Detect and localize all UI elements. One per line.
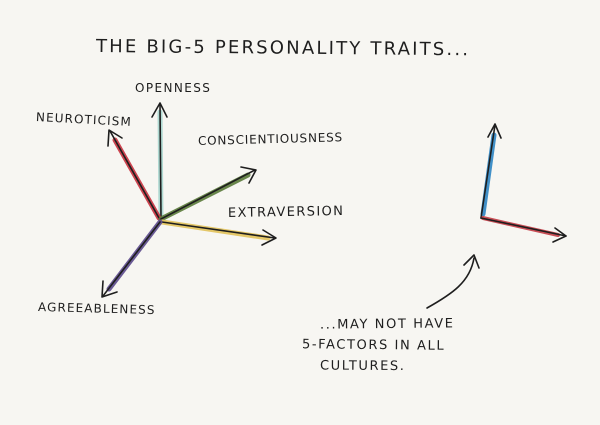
label-agreeableness: Agreeableness <box>37 300 156 318</box>
extraversion-arrow <box>159 219 277 246</box>
openness-arrow <box>151 102 168 221</box>
caption-line: 5-factors in all <box>301 337 446 354</box>
caption: ...may not have 5-factors in all culture… <box>301 314 455 377</box>
label-openness: Openness <box>135 81 212 95</box>
two-factor-horizontal-arrow <box>480 216 567 243</box>
caption-pointer-arrow <box>426 254 480 309</box>
label-conscientiousness: Conscientiousness <box>197 130 344 148</box>
caption-line: ...may not have <box>319 316 455 333</box>
two-factor-vertical-arrow <box>480 123 502 219</box>
caption-line: cultures. <box>319 358 406 375</box>
label-extraversion: Extraversion <box>227 203 345 221</box>
neuroticism-arrow <box>107 129 162 221</box>
two-factor-axes <box>480 123 567 243</box>
agreeableness-arrow <box>101 219 163 298</box>
conscientiousness-arrow <box>158 166 257 222</box>
